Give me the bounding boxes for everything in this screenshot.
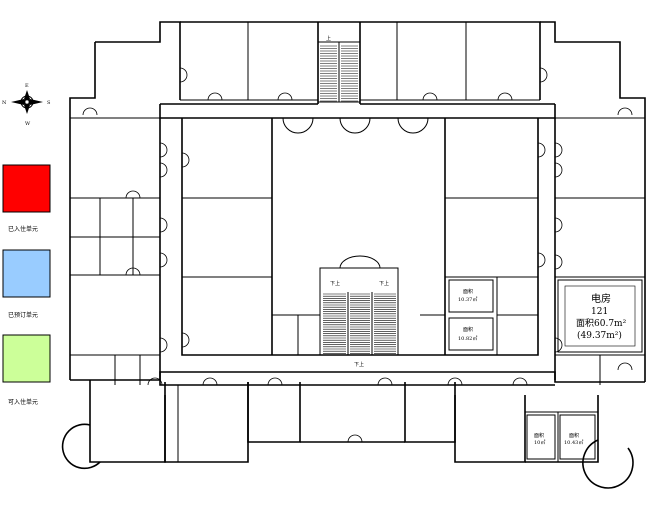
top-staircase: 上 xyxy=(317,35,361,103)
door-swing-29 xyxy=(125,267,141,276)
central-stair-right-label: 下上 xyxy=(379,280,389,287)
small-room-a-name: 面积 xyxy=(463,288,473,295)
legend-label-occupied: 已入住单元 xyxy=(8,225,38,233)
door-swing-31 xyxy=(617,107,633,116)
door-swing-9 xyxy=(554,337,563,353)
small-room-d-name: 面积 xyxy=(569,432,579,439)
small-room-a-area: 10.37㎡ xyxy=(458,296,477,303)
door-swing-27 xyxy=(617,362,633,371)
compass-east: E xyxy=(25,83,29,89)
door-swing-14 xyxy=(207,92,223,101)
door-swings xyxy=(82,67,633,443)
legend-label-reserved: 已预订单元 xyxy=(8,311,38,319)
door-swing-15 xyxy=(277,92,293,101)
door-swing-28 xyxy=(125,190,141,199)
electric-room-number: 121 xyxy=(591,307,608,317)
door-swing-7 xyxy=(554,217,563,233)
legend-swatch-occupied xyxy=(2,164,51,213)
door-swing-13 xyxy=(537,252,546,268)
door-swing-17 xyxy=(497,92,513,101)
central-staircase: 下上 下上 下上 xyxy=(319,255,399,368)
door-swing-24 xyxy=(179,67,188,83)
door-swing-22 xyxy=(512,377,528,386)
courtyard-arches xyxy=(282,117,429,134)
door-swing-0 xyxy=(159,142,168,158)
electric-room-area-alt: (49.37m²) xyxy=(577,330,622,341)
door-swing-26 xyxy=(147,377,163,386)
legend: 已入住单元 已预订单元 可入住单元 xyxy=(2,164,51,406)
door-swing-4 xyxy=(159,337,168,353)
small-room-c: 面积 10㎡ xyxy=(526,414,556,460)
door-swing-20 xyxy=(377,377,393,386)
door-swing-18 xyxy=(202,377,218,386)
compass-north: N xyxy=(2,100,7,106)
door-swing-25 xyxy=(539,67,548,83)
door-swing-10 xyxy=(181,152,190,168)
door-swing-6 xyxy=(554,162,563,178)
small-room-b-name: 面积 xyxy=(463,326,473,333)
door-swing-12 xyxy=(537,142,546,158)
door-swing-30 xyxy=(82,107,98,116)
small-room-b-area: 10.82㎡ xyxy=(458,335,477,342)
compass-south: S xyxy=(47,100,51,106)
building-outline xyxy=(61,21,646,489)
door-swing-1 xyxy=(159,162,168,178)
door-swing-3 xyxy=(159,252,168,268)
door-swing-19 xyxy=(267,377,283,386)
small-room-c-area: 10㎡ xyxy=(534,439,545,446)
door-swing-23 xyxy=(347,434,363,443)
small-room-c-name: 面积 xyxy=(534,432,544,439)
door-swing-16 xyxy=(422,92,438,101)
compass-icon: E N S W xyxy=(2,83,51,127)
small-room-b: 面积 10.82㎡ xyxy=(448,317,494,351)
legend-label-available: 可入住单元 xyxy=(8,398,38,406)
top-stair-label: 上 xyxy=(326,35,331,42)
door-swing-2 xyxy=(159,217,168,233)
door-swing-5 xyxy=(554,142,563,158)
central-stair-bottom-label: 下上 xyxy=(354,361,364,368)
small-room-d: 面积 10.43㎡ xyxy=(559,414,596,460)
central-stair-left-label: 下上 xyxy=(330,280,340,287)
door-swing-8 xyxy=(554,254,563,270)
electric-room-title: 电房 xyxy=(591,292,611,305)
legend-swatch-reserved xyxy=(2,249,51,298)
door-swing-11 xyxy=(181,332,190,348)
door-swing-21 xyxy=(447,377,463,386)
electric-room-121: 电房 121 面积60.7m² (49.37m²) xyxy=(557,279,643,353)
compass-west: W xyxy=(25,121,31,127)
legend-swatch-available xyxy=(2,334,51,383)
small-room-d-area: 10.43㎡ xyxy=(564,439,583,446)
electric-room-area: 面积60.7m² xyxy=(576,317,627,329)
small-room-a: 面积 10.37㎡ xyxy=(448,279,494,313)
